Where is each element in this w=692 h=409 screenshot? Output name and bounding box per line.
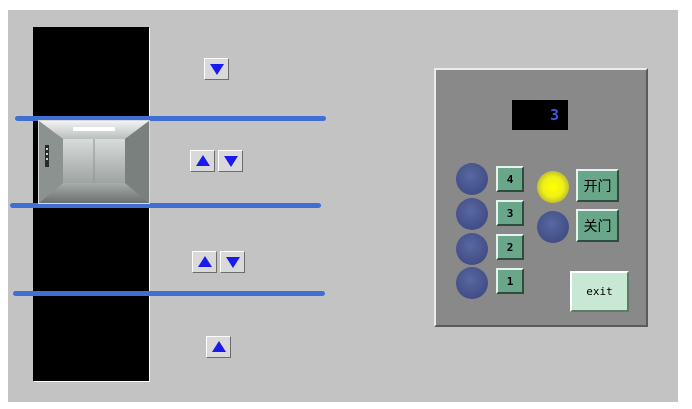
floor-1-button[interactable]: 1 [496,268,524,294]
floor-3-indicator-light [456,198,488,230]
floor-2-button[interactable]: 2 [496,234,524,260]
floor-4-down-call-button[interactable] [204,58,229,80]
up-arrow-icon [211,341,226,352]
floor-4-button[interactable]: 4 [496,166,524,192]
close-door-button[interactable]: 关门 [576,209,619,242]
floor-2-down-call-button[interactable] [220,251,245,273]
door-open-indicator-light [537,171,569,203]
down-arrow-icon [209,64,224,75]
down-arrow-icon [223,156,238,167]
elevator-simulator-canvas: 3 4 3 2 1 开门 关门 exit [8,10,678,402]
floor-3-up-call-button[interactable] [190,150,215,172]
floor-3-button[interactable]: 3 [496,200,524,226]
floor-4-indicator-light [456,163,488,195]
floor-2-indicator-light [456,233,488,265]
floor-3-down-call-button[interactable] [218,150,243,172]
floor-1-indicator-light [456,267,488,299]
floor-divider-line [10,203,321,208]
floor-divider-line [13,291,325,296]
floor-divider-line [15,116,326,121]
down-arrow-icon [225,257,240,268]
floor-1-up-call-button[interactable] [206,336,231,358]
open-door-button[interactable]: 开门 [576,169,619,202]
elevator-car-interior-image [39,121,149,203]
elevator-control-panel: 3 4 3 2 1 开门 关门 exit [434,68,648,327]
exit-button[interactable]: exit [570,271,629,312]
up-arrow-icon [197,256,212,267]
elevator-car [38,120,150,204]
door-close-indicator-light [537,211,569,243]
floor-display: 3 [512,100,568,130]
up-arrow-icon [195,155,210,166]
floor-2-up-call-button[interactable] [192,251,217,273]
